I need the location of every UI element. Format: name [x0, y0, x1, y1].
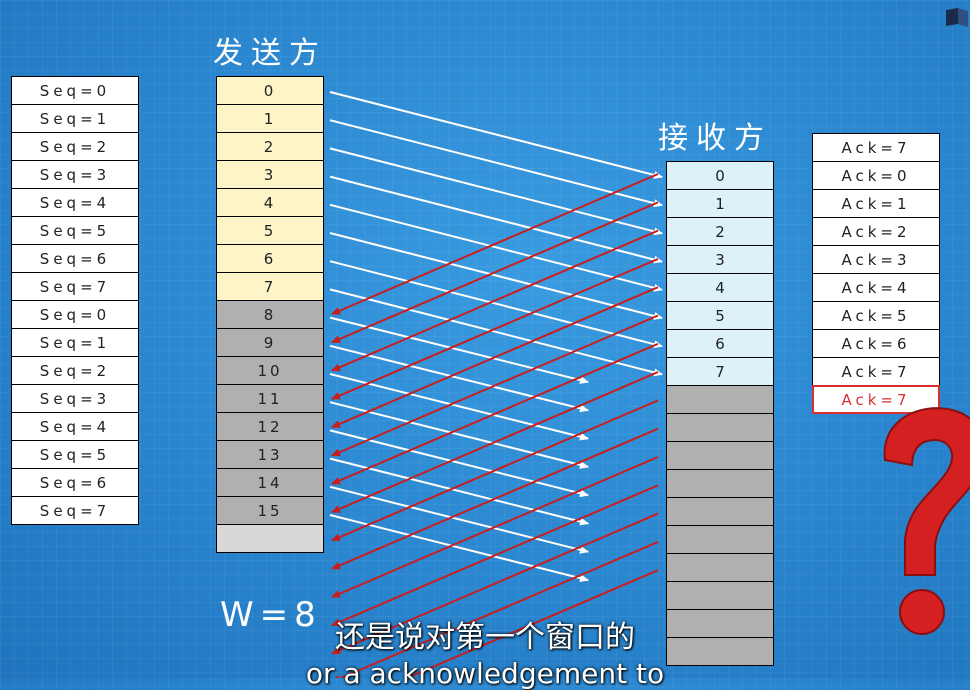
ack-arrow: [331, 201, 659, 344]
receiver-empty-cell: [666, 385, 774, 414]
ack-arrow: [331, 286, 659, 429]
seq-label-cell: Seq=4: [11, 412, 139, 441]
sender-window-cell: 1: [216, 104, 324, 133]
seq-label-cell: Seq=6: [11, 468, 139, 497]
seq-label-cell: Seq=3: [11, 384, 139, 413]
receiver-empty-cell: [666, 497, 774, 526]
seq-label-cell: Seq=3: [11, 160, 139, 189]
receiver-window-cell: 6: [666, 329, 774, 358]
seq-label-cell: Seq=1: [11, 104, 139, 133]
ack-arrow: [331, 229, 659, 372]
window-size-label: W=8: [220, 595, 322, 635]
data-arrow: [329, 91, 663, 179]
receiver-empty-cell: [666, 637, 774, 666]
data-arrow: [329, 203, 663, 292]
ack-arrow: [331, 512, 659, 655]
receiver-empty-cell: [666, 441, 774, 470]
ack-arrow: [331, 456, 659, 598]
ack-arrow: [331, 484, 659, 627]
ack-label-cell: Ack=1: [812, 189, 940, 218]
sender-outside-cell: 15: [216, 496, 324, 525]
ack-arrow: [404, 569, 659, 678]
receiver-window-cell: 4: [666, 273, 774, 302]
subtitle-english: or a acknowledgement to: [305, 657, 665, 690]
sender-outside-cell: 14: [216, 468, 324, 497]
data-arrow: [329, 429, 589, 498]
seq-label-cell: Seq=0: [11, 300, 139, 329]
sender-window-cell: 3: [216, 160, 324, 189]
seq-label-cell: Seq=7: [11, 272, 139, 301]
sender-outside-cell: 13: [216, 440, 324, 469]
corner-logo-icon: [946, 8, 968, 27]
seq-label-cell: Seq=5: [11, 440, 139, 469]
seq-label-cell: Seq=7: [11, 496, 139, 525]
sender-empty-cell: [216, 524, 324, 553]
subtitle-chinese: 还是说对第一个窗口的: [335, 620, 635, 655]
ack-arrow: [331, 427, 659, 570]
data-arrow: [329, 232, 663, 320]
ack-arrow: [331, 399, 659, 542]
data-arrow: [329, 373, 589, 441]
seq-label-cell: Seq=5: [11, 216, 139, 245]
data-arrow: [329, 260, 663, 349]
data-arrow: [329, 344, 589, 413]
ack-label-cell: Ack=7: [812, 357, 940, 386]
ack-label-cell: Ack=0: [812, 161, 940, 190]
data-arrow: [329, 401, 589, 469]
receiver-window-cell: 7: [666, 357, 774, 386]
question-mark-icon: [883, 407, 970, 635]
seq-label-cell: Seq=4: [11, 188, 139, 217]
data-arrow: [329, 457, 589, 526]
ack-arrow: [331, 342, 659, 485]
data-arrow: [329, 316, 589, 384]
receiver-title: 接收方: [658, 121, 772, 156]
receiver-empty-cell: [666, 525, 774, 554]
sender-title: 发送方: [213, 36, 327, 71]
receiver-empty-cell: [666, 609, 774, 638]
receiver-window-cell: 0: [666, 161, 774, 190]
ack-arrow: [331, 173, 659, 315]
ack-arrow: [331, 540, 659, 678]
data-arrow: [329, 119, 663, 208]
ack-arrow: [331, 371, 659, 514]
data-arrow: [329, 514, 589, 583]
seq-label-cell: Seq=2: [11, 356, 139, 385]
sender-window-cell: 0: [216, 76, 324, 105]
receiver-window-cell: 5: [666, 301, 774, 330]
data-arrow: [329, 147, 663, 236]
ack-label-cell: Ack=2: [812, 217, 940, 246]
data-arrow: [329, 485, 589, 554]
data-arrow: [329, 288, 663, 377]
ack-label-cell: Ack=4: [812, 273, 940, 302]
sender-window-cell: 4: [216, 188, 324, 217]
ack-label-cell-highlighted: Ack=7: [812, 385, 940, 414]
ack-arrow: [331, 257, 659, 400]
ack-label-cell: Ack=5: [812, 301, 940, 330]
ack-arrow: [331, 314, 659, 457]
data-arrow: [329, 175, 663, 264]
